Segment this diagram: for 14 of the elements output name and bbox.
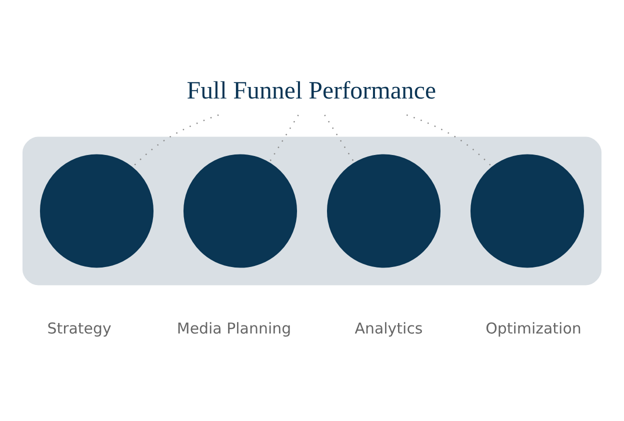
node-label: Media Planning bbox=[176, 318, 292, 337]
connector bbox=[132, 114, 219, 168]
node-circle bbox=[326, 154, 441, 268]
connector bbox=[324, 114, 355, 162]
node-label: Analytics bbox=[354, 318, 423, 337]
node-label: Strategy bbox=[47, 318, 112, 337]
node-circle bbox=[183, 154, 298, 268]
connector bbox=[406, 114, 492, 167]
node-circle bbox=[470, 154, 584, 268]
node-circle bbox=[40, 154, 154, 268]
cluster bbox=[22, 136, 602, 285]
node-text: Full Funnel Performance bbox=[186, 77, 436, 104]
node-label: Optimization bbox=[486, 318, 582, 337]
connector bbox=[268, 114, 299, 162]
